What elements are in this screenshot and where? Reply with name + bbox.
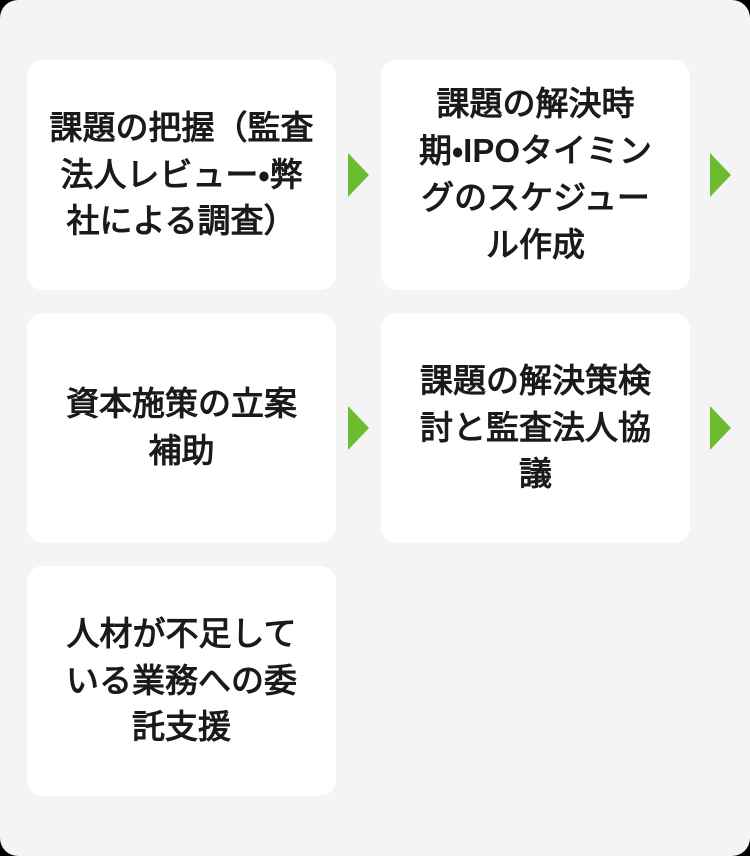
flow-step-label-5: 人材が不足して いる業務への委 託支援 xyxy=(66,614,297,746)
flow-step-card-5: 人材が不足して いる業務への委 託支援 xyxy=(27,566,336,796)
arrow-right-icon xyxy=(348,153,369,197)
flow-grid: 課題の把握（監査 法人レビュー・弊 社による調査） 課題の解決時 期・IPOタイ… xyxy=(27,60,750,796)
flow-step-card-3: 資本施策の立案 補助 xyxy=(27,313,336,543)
empty-cell xyxy=(336,566,381,796)
flow-step-card-2: 課題の解決時 期・IPOタイミン グのスケジュー ル作成 xyxy=(381,60,690,290)
flow-step-label-2: 課題の解決時 期・IPOタイミン グのスケジュー ル作成 xyxy=(418,85,653,263)
flow-step-card-1: 課題の把握（監査 法人レビュー・弊 社による調査） xyxy=(27,60,336,290)
arrow-right-icon xyxy=(348,406,369,450)
empty-cell xyxy=(381,566,690,796)
flow-step-label-3: 資本施策の立案 補助 xyxy=(66,385,297,469)
arrow-cell xyxy=(690,313,750,543)
flow-step-label-4: 課題の解決策検 討と監査法人協 議 xyxy=(420,361,651,493)
flow-step-card-4: 課題の解決策検 討と監査法人協 議 xyxy=(381,313,690,543)
arrow-right-icon xyxy=(709,153,731,197)
arrow-cell xyxy=(690,60,750,290)
flow-step-label-1: 課題の把握（監査 法人レビュー・弊 社による調査） xyxy=(49,108,314,240)
arrow-cell xyxy=(336,313,381,543)
empty-cell xyxy=(690,566,750,796)
arrow-cell xyxy=(336,60,381,290)
arrow-right-icon xyxy=(709,406,731,450)
